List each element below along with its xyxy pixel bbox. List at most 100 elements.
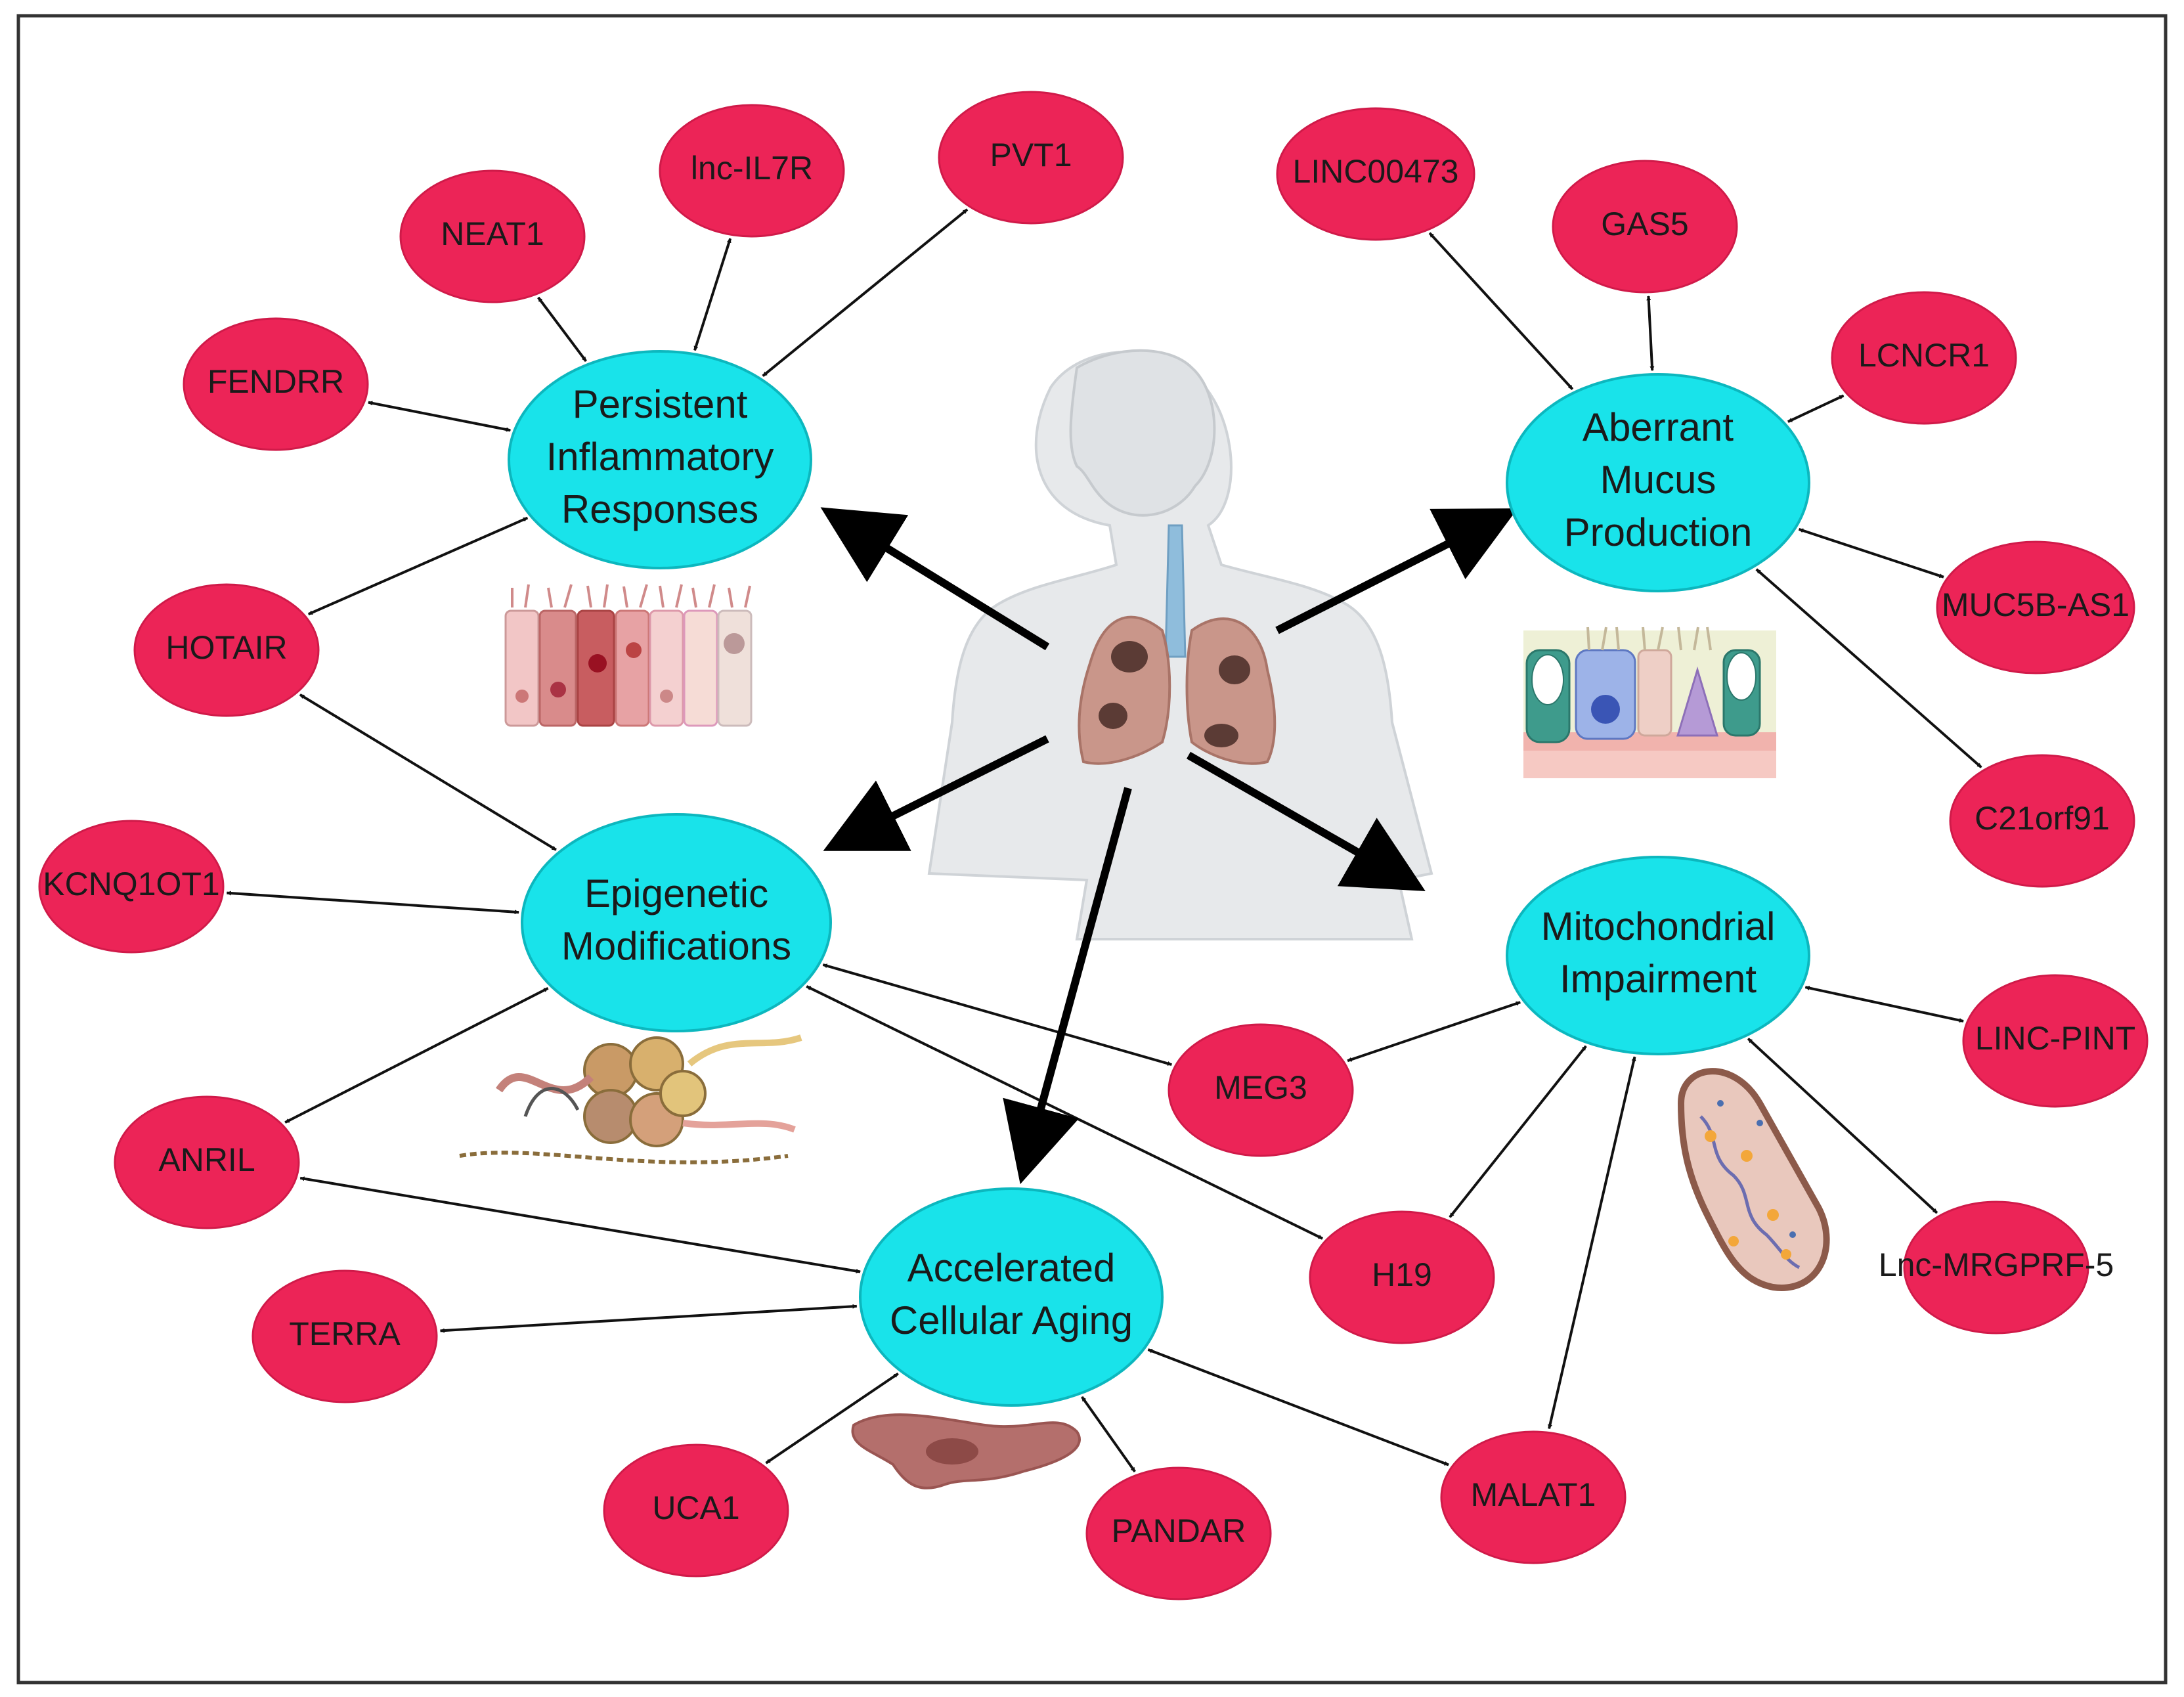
arrow-to-mucus [1275,508,1518,634]
process-label: Inflammatory [546,435,774,479]
lncrna-ellipse [938,91,1124,225]
lncrna-node-anril: ANRIL [114,1095,300,1229]
link-neat1-inflammation [537,296,588,363]
lncrna-ellipse [1831,291,2017,425]
right-lung-shape [1185,617,1277,765]
arrow-to-epigenetic [823,735,1049,851]
lncrna-node-lncil7r: lnc-IL7R [659,104,845,238]
human-torso-illustration [927,349,1433,940]
link-hotair-inflammation [307,516,529,616]
link-malat1-aging [1147,1348,1449,1466]
process-label: Mitochondrial [1541,904,1776,948]
lncrna-label: NEAT1 [441,215,544,252]
lncrna-ellipse [1276,107,1475,241]
link-meg3-mitochondrial [1347,1001,1521,1063]
trachea-shape [1164,524,1187,658]
lncrna-node-lcncr1: LCNCR1 [1831,291,2017,425]
link-lincpint-mitochondrial [1804,986,1964,1023]
lncrna-node-c21orf91: C21orf91 [1949,754,2135,888]
process-label: Persistent [573,382,748,426]
process-ellipse [859,1187,1164,1407]
link-h19-mitochondrial [1449,1045,1587,1218]
process-label: Accelerated [907,1246,1116,1290]
process-label: Production [1564,510,1753,554]
process-ellipse [508,350,812,569]
lncrna-ellipse [1962,974,2149,1108]
process-label: Mucus [1600,458,1716,502]
lncrna-ellipse [1903,1201,2089,1334]
lncrna-label: GAS5 [1601,206,1688,242]
lncrna-ellipse [1936,540,2135,674]
lncrna-label: MUC5B-AS1 [1942,586,2129,623]
lncrna-label: Lnc-MRGPRF-5 [1879,1246,2114,1283]
link-terra-aging [439,1304,858,1333]
link-gas5-mucus [1646,296,1655,371]
lncrna-label: ANRIL [158,1141,255,1178]
lncrna-ellipse [251,1269,438,1403]
link-fendrr-inflammation [368,401,511,432]
lncrna-label: HOTAIR [165,629,287,666]
link-lcncr1-mucus [1787,394,1845,423]
chromatin-illustration [459,1034,802,1164]
lncrna-label: MEG3 [1214,1069,1307,1106]
lncrna-ellipse [38,820,225,954]
lncrna-ellipse [1168,1023,1354,1157]
lncrna-node-uca1: UCA1 [603,1444,789,1577]
arrow-to-mitochondrial [1187,751,1426,891]
link-pvt1-inflammation [762,208,969,377]
lncrna-ellipse [1440,1430,1627,1564]
lncrna-label: PANDAR [1112,1512,1246,1549]
lncrna-label: PVT1 [990,137,1072,173]
lncrna-node-pandar: PANDAR [1085,1466,1272,1600]
process-label: Aberrant [1583,405,1734,449]
arrow-to-aging [1003,787,1132,1185]
lncrna-node-hotair: HOTAIR [133,583,320,717]
lncrna-ellipse [399,169,586,303]
lung-lesion [1111,641,1148,672]
lncrna-node-muc5bas1: MUC5B-AS1 [1936,540,2135,674]
link-lncmrgprf5-mitochondrial [1747,1038,1938,1214]
link-anril-aging [299,1176,861,1273]
lncrna-node-terra: TERRA [251,1269,438,1403]
lncrna-label: LINC-PINT [1975,1020,2135,1057]
process-ellipse [1506,373,1810,592]
lncrna-node-meg3: MEG3 [1168,1023,1354,1157]
lncrna-label: TERRA [289,1315,401,1352]
lncrna-node-pvt1: PVT1 [938,91,1124,225]
lncrna-node-kcnq1ot1: KCNQ1OT1 [38,820,225,954]
process-label: Responses [561,487,758,531]
lncrna-label: LCNCR1 [1858,337,1990,374]
link-malat1-mitochondrial [1548,1056,1636,1430]
lncrna-label: UCA1 [652,1489,739,1526]
mucus-epithelium-illustration [1523,627,1776,778]
lncrna-ellipse [603,1444,789,1577]
link-uca1-aging [765,1372,899,1465]
lncrna-label: LINC00473 [1293,153,1459,190]
lncrna-label: lnc-IL7R [691,150,813,187]
central-arrows [820,507,1518,1185]
figure-frame [16,14,2168,1685]
lncrna-node-lincpint: LINC-PINT [1962,974,2149,1108]
lncrna-node-malat1: MALAT1 [1440,1430,1627,1564]
process-label: Modifications [561,924,791,968]
inflamed-epithelium-illustration [504,584,753,727]
aging-cell-illustration [851,1413,1081,1489]
mitochondrion-illustration [1677,1068,1830,1291]
lncrna-ellipse [114,1095,300,1229]
process-label: Impairment [1560,957,1757,1001]
link-linc00473-mucus [1428,232,1574,390]
lncrna-label: MALAT1 [1471,1476,1596,1513]
lncrna-node-fendrr: FENDRR [183,317,369,451]
lncrna-ellipse [659,104,845,238]
process-label: Cellular Aging [890,1298,1133,1342]
lncrna-node-neat1: NEAT1 [399,169,586,303]
lung-lesion [1204,724,1238,747]
link-hotair-epigenetic [299,694,557,851]
lncrna-node-gas5: GAS5 [1552,160,1738,294]
